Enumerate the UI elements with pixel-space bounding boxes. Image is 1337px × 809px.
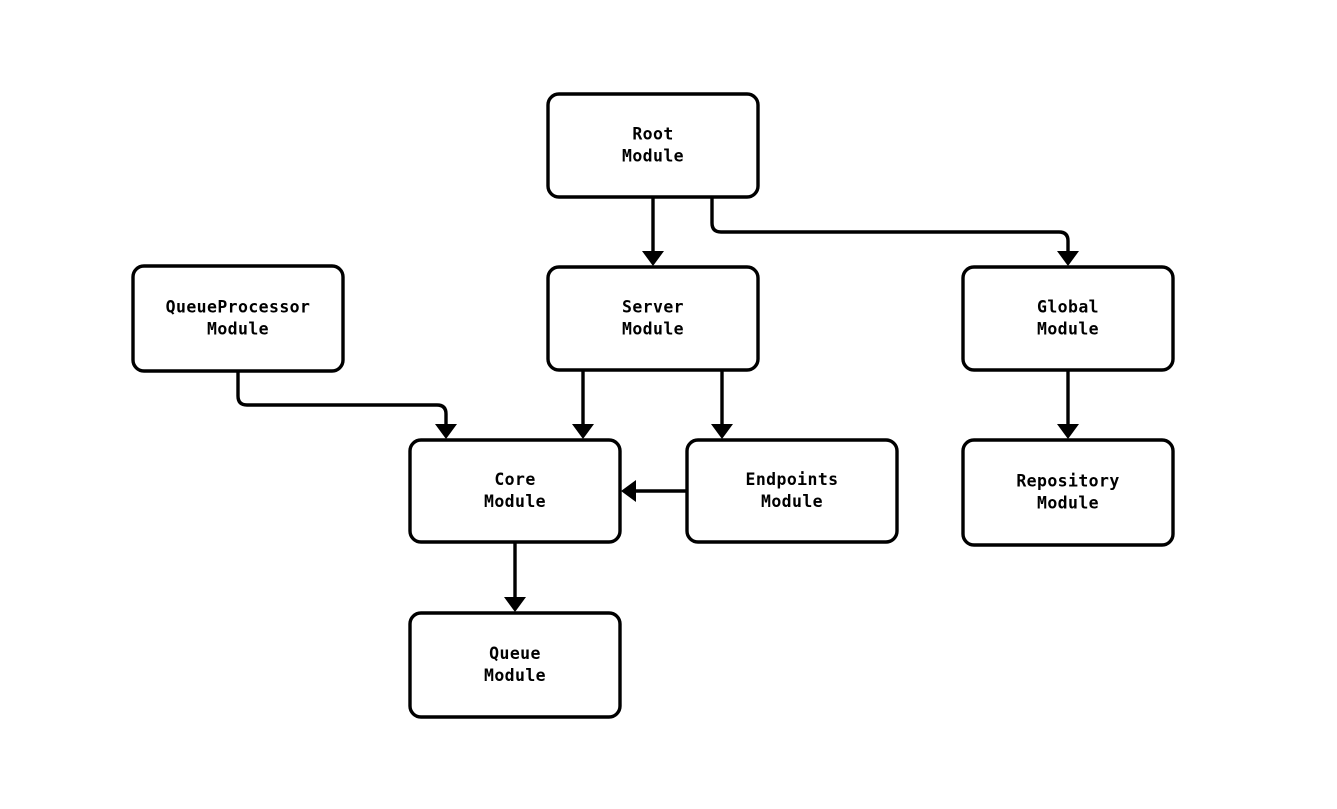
edge-arrowhead bbox=[504, 597, 526, 612]
edges-layer bbox=[236, 197, 1079, 612]
node-label-line2: Module bbox=[622, 146, 684, 165]
node-label-line2: Module bbox=[207, 319, 269, 338]
node-label-line1: Global bbox=[1037, 297, 1099, 316]
edge-arrowhead bbox=[1057, 251, 1079, 266]
node-label-line2: Module bbox=[1037, 493, 1099, 512]
edge-global-repository bbox=[1057, 370, 1079, 439]
node-label-line1: Endpoints bbox=[745, 470, 838, 489]
node-box[interactable] bbox=[685, 438, 899, 544]
edge-server-endpoints bbox=[711, 370, 733, 439]
node-label-line1: Root bbox=[632, 124, 673, 143]
node-label-line2: Module bbox=[761, 492, 823, 511]
edge-arrowhead bbox=[1057, 424, 1079, 439]
node-label-line1: Server bbox=[622, 297, 684, 316]
edge-root-global bbox=[710, 197, 1079, 266]
node-box[interactable] bbox=[546, 92, 760, 199]
edge-queueprocessor-core bbox=[236, 371, 457, 439]
edge-arrowhead bbox=[572, 424, 594, 439]
edge-arrowhead bbox=[435, 424, 457, 439]
node-box[interactable] bbox=[131, 264, 345, 373]
node-label-line1: QueueProcessor bbox=[166, 297, 311, 316]
node-box[interactable] bbox=[408, 611, 622, 719]
edge-core-queue bbox=[504, 542, 526, 612]
edge-root-server bbox=[642, 197, 664, 266]
edge-arrowhead bbox=[621, 480, 636, 502]
edge-endpoints-core bbox=[621, 480, 687, 502]
edge-line bbox=[710, 197, 1070, 253]
node-box[interactable] bbox=[408, 438, 622, 544]
node-label-line1: Core bbox=[494, 470, 535, 489]
edge-arrowhead bbox=[642, 251, 664, 266]
edge-server-core bbox=[572, 370, 594, 439]
edge-arrowhead bbox=[711, 424, 733, 439]
edge-line bbox=[236, 371, 448, 426]
node-box[interactable] bbox=[546, 265, 760, 372]
node-label-line1: Queue bbox=[489, 644, 541, 663]
node-label-line2: Module bbox=[622, 319, 684, 338]
node-box[interactable] bbox=[961, 438, 1175, 547]
node-box[interactable] bbox=[961, 265, 1175, 372]
node-label-line1: Repository bbox=[1016, 471, 1119, 490]
node-label-line2: Module bbox=[1037, 319, 1099, 338]
node-label-line2: Module bbox=[484, 492, 546, 511]
node-label-line2: Module bbox=[484, 666, 546, 685]
